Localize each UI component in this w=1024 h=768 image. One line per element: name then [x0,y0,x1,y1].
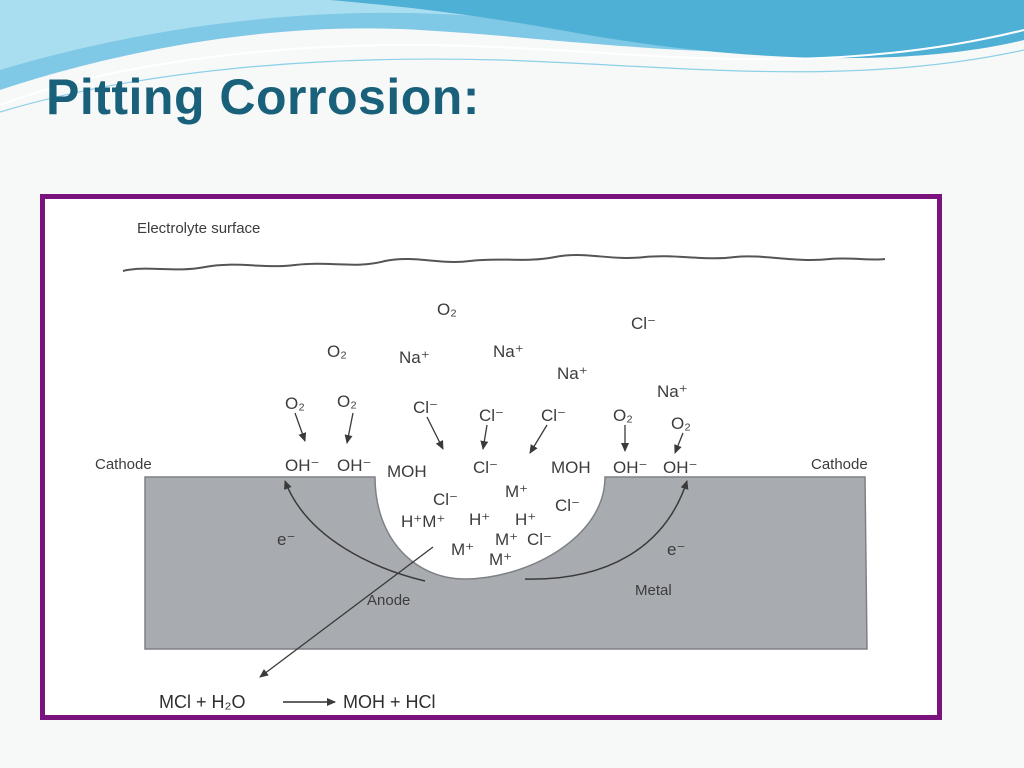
header-wave-decoration [0,0,1024,113]
electron-flow-arrow-right [524,480,689,580]
species-m: M⁺ [489,550,513,569]
species-cl: Cl⁻ [433,490,459,509]
electron-right-label: e⁻ [667,540,686,559]
diagram-frame: Electrolyte surface Cathode Cathode Anod… [40,194,942,720]
cathode-left-label: Cathode [95,456,152,473]
species-cl: Cl⁻ [473,458,499,477]
species-o2: O₂ [285,394,305,413]
electrolyte-surface-line [122,254,886,272]
electrolyte-surface-label: Electrolyte surface [137,220,261,237]
species-cl: Cl⁻ [527,530,553,549]
species-na: Na⁺ [557,364,588,383]
pit-to-equation-arrow [259,546,434,678]
species-moh: MOH [551,458,591,477]
electron-left-label: e⁻ [277,530,296,549]
species-cl: Cl⁻ [631,314,657,333]
species-cl: Cl⁻ [555,496,581,515]
species-na: Na⁺ [657,382,688,401]
species-o2: O₂ [327,342,347,361]
wave-line-white [0,29,1024,106]
metal-block [144,476,868,650]
species-oh: OH⁻ [285,456,320,475]
species-oh: OH⁻ [337,456,372,475]
equation-reactants: MCl + H₂O [159,692,246,712]
wave-band-front [330,0,1024,59]
species-m: M⁺ [505,482,529,501]
cl-arrow-3 [529,424,548,454]
cl-arrow-2 [480,424,489,450]
species-cl: Cl⁻ [541,406,567,425]
metal-label: Metal [635,582,672,599]
species-o2: O₂ [613,406,633,425]
species-o2: O₂ [671,414,691,433]
species-moh: MOH [387,462,427,481]
species-o2: O₂ [337,392,357,411]
species-cl: Cl⁻ [413,398,439,417]
species-h: H⁺ [515,510,537,529]
species-h-m: H⁺M⁺ [401,512,446,531]
species-oh: OH⁻ [663,458,698,477]
species-na: Na⁺ [399,348,430,367]
o2-arrow-1 [294,412,307,442]
species-o2: O₂ [437,300,457,319]
o2-arrow-4 [674,432,684,454]
equation-products: MOH + HCl [343,692,436,712]
electron-flow-arrow-left [284,480,426,582]
wave-line-blue [0,49,1024,113]
species-m: M⁺ [495,530,519,549]
o2-arrow-2 [344,412,354,444]
species-cl: Cl⁻ [479,406,505,425]
species-h: H⁺ [469,510,491,529]
cathode-right-label: Cathode [811,456,868,473]
species-m: M⁺ [451,540,475,559]
species-oh: OH⁻ [613,458,648,477]
pitting-diagram [122,254,886,706]
slide-title: Pitting Corrosion: [46,69,480,125]
anode-label: Anode [367,592,411,609]
species-na: Na⁺ [493,342,524,361]
cl-arrow-1 [426,416,444,450]
